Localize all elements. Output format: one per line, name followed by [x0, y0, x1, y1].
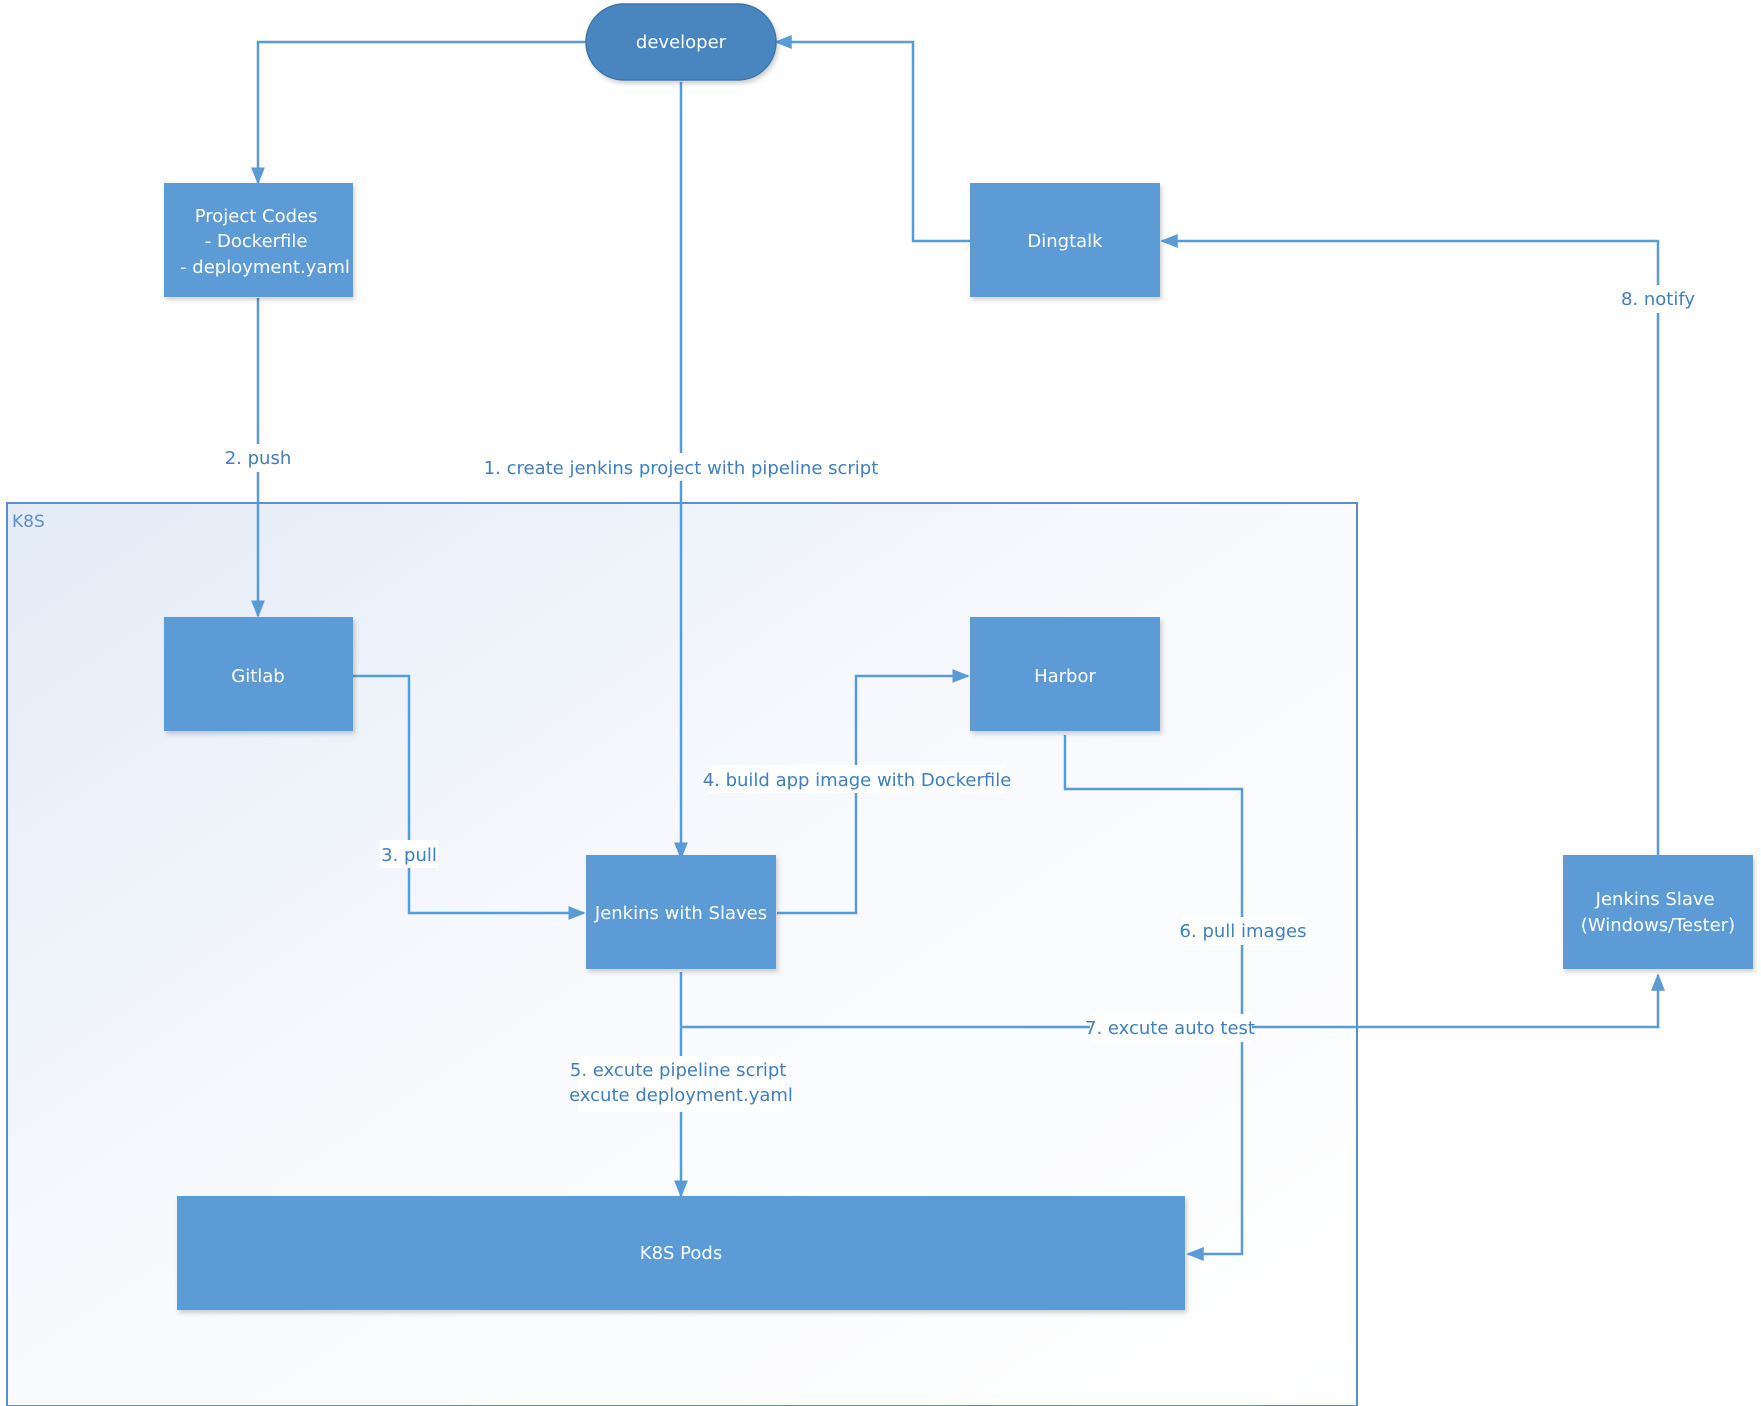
project-codes-line-2: - Dockerfile	[205, 231, 308, 252]
edge-developer-to-project-codes	[251, 40, 586, 185]
connectors	[251, 35, 1665, 1261]
label-execute-pipeline: 5. excute pipeline script excute deploym…	[569, 1060, 793, 1106]
label-notify: 8. notify	[1621, 289, 1695, 310]
k8s-group-label: K8S	[12, 512, 45, 532]
label-create-jenkins-project: 1. create jenkins project with pipeline …	[484, 458, 879, 479]
developer-node[interactable]	[585, 3, 777, 81]
label-pull-images: 6. pull images	[1180, 921, 1307, 942]
harbor-node[interactable]	[970, 617, 1160, 731]
k8s-pods-label: K8S Pods	[640, 1243, 722, 1264]
project-codes-node[interactable]	[164, 183, 353, 297]
jenkins-label: Jenkins with Slaves	[594, 903, 767, 924]
label-execute-pipeline-line-1: 5. excute pipeline script	[570, 1060, 786, 1081]
dingtalk-node[interactable]	[970, 183, 1160, 297]
nodes: developer Project Codes - Dockerfile - d…	[164, 3, 1753, 1310]
k8s-pods-node[interactable]	[177, 1196, 1185, 1310]
jenkins-slave-line-2: (Windows/Tester)	[1581, 915, 1735, 936]
jenkins-slave-label: Jenkins Slave (Windows/Tester)	[1581, 889, 1735, 936]
dingtalk-label: Dingtalk	[1027, 231, 1103, 252]
edge-dingtalk-to-developer	[774, 35, 970, 243]
project-codes-label: Project Codes - Dockerfile - deployment.…	[180, 206, 350, 278]
gitlab-node[interactable]	[164, 617, 353, 731]
project-codes-line-1: Project Codes	[195, 206, 318, 227]
edge-labels: 1. create jenkins project with pipeline …	[222, 285, 1696, 1112]
label-execute-pipeline-line-2: excute deployment.yaml	[569, 1085, 793, 1106]
label-auto-test: 7. excute auto test	[1085, 1018, 1255, 1039]
label-push: 2. push	[225, 448, 292, 469]
jenkins-slave-line-1: Jenkins Slave	[1595, 889, 1715, 910]
project-codes-line-3: - deployment.yaml	[180, 257, 350, 278]
edge-pull-images	[1063, 735, 1244, 1261]
jenkins-slave-node[interactable]	[1563, 855, 1753, 969]
edge-auto-test	[681, 973, 1665, 1029]
jenkins-node[interactable]	[586, 855, 776, 969]
harbor-label: Harbor	[1034, 666, 1096, 687]
edge-pull	[353, 674, 586, 920]
edge-notify	[1160, 234, 1660, 856]
label-build-image: 4. build app image with Dockerfile	[703, 770, 1012, 791]
gitlab-label: Gitlab	[231, 666, 284, 687]
developer-label: developer	[636, 32, 727, 53]
edge-build-image	[777, 669, 970, 915]
label-pull: 3. pull	[381, 845, 437, 866]
